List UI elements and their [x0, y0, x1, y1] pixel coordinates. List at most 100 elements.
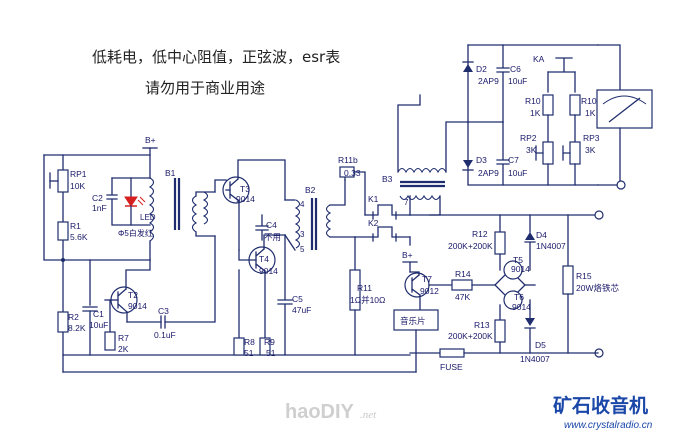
r10-ref: R10 — [525, 96, 541, 106]
r14-value: 47K — [455, 292, 470, 302]
b2-ref: B2 — [305, 185, 316, 195]
pin-3-label: 3 — [300, 230, 305, 239]
r14-ref: R14 — [455, 269, 471, 279]
t6-transistor — [503, 290, 523, 310]
r8-resistor — [233, 337, 245, 356]
c5-ref: C5 — [292, 294, 303, 304]
k1-ref: K1 — [368, 194, 379, 204]
rp2-ref: RP2 — [520, 133, 537, 143]
c1-value: 10uF — [89, 320, 108, 330]
r11b-ref: R11b — [338, 155, 358, 165]
watermark-text: haoDIY — [285, 401, 355, 423]
r1-value: 5.6K — [70, 232, 88, 242]
r2-ref: R2 — [68, 312, 79, 322]
c4-value: 不用 — [264, 232, 281, 242]
d3-value: 2AP9 — [478, 168, 499, 178]
r9-value: 51 — [266, 348, 276, 358]
c3-ref: C3 — [158, 306, 169, 316]
c6-value: 10uF — [508, 76, 527, 86]
r2-resistor — [57, 311, 69, 333]
k2-ref: K2 — [368, 218, 379, 228]
r10-resistor — [542, 94, 554, 116]
supply-b-plus-1: B+ — [145, 135, 156, 145]
c4-ref: C4 — [266, 220, 277, 230]
c5-value: 47uF — [292, 305, 311, 315]
supply-b-plus-2: B+ — [402, 250, 413, 260]
oscillator-section: RP1 10K R1 5.6K R2 8.2K C1 10uF C2 1nF L… — [43, 135, 411, 358]
led-icon — [124, 196, 138, 207]
t2-ref: T2 — [128, 290, 138, 300]
detector-section: R12 200K+200K R13 200K+200K T5 9014 T6 9… — [448, 214, 619, 364]
b1-ref: B1 — [165, 168, 176, 178]
r8-value: 51 — [244, 348, 254, 358]
r13-value: 200K+200K — [448, 331, 493, 341]
brand-url: www.crystalradio.cn — [564, 420, 653, 431]
r1-resistor — [57, 221, 69, 241]
d3-diode-icon — [463, 160, 473, 168]
c2-ref: C2 — [92, 193, 103, 203]
r7-ref: R7 — [118, 333, 129, 343]
schematic-title: 低耗电，低中心阻值，正弦波，esr表 — [92, 48, 340, 66]
fuse-symbol — [439, 348, 465, 358]
fuse-label: FUSE — [440, 362, 463, 372]
rp2-value: 3K — [526, 145, 537, 155]
r15-value: 20W烙铁芯 — [576, 283, 619, 293]
d3-ref: D3 — [476, 155, 487, 165]
r11-value: 1Ω并10Ω — [350, 295, 385, 305]
pin-5-label: 5 — [300, 245, 305, 254]
c6-ref: C6 — [510, 64, 521, 74]
c2-value: 1nF — [92, 203, 107, 213]
d4-diode-icon — [525, 232, 535, 240]
r14-resistor — [451, 279, 473, 291]
led-ref: LED — [140, 213, 156, 222]
r15-resistor — [562, 265, 574, 295]
brand-name: 矿石收音机 — [553, 394, 648, 417]
schematic-subtitle: 请勿用于商业用途 — [145, 79, 265, 97]
d5-value: 1N4007 — [520, 354, 550, 364]
r8-ref: R8 — [244, 337, 255, 347]
d2-diode-icon — [463, 64, 473, 72]
d5-ref: D5 — [535, 340, 546, 350]
led-value: Φ5白发红 — [118, 228, 153, 238]
r9-resistor — [259, 337, 271, 356]
r13-resistor — [494, 319, 506, 343]
test-terminal-top[interactable] — [594, 210, 604, 220]
r7-resistor — [104, 331, 116, 351]
c7-ref: C7 — [508, 155, 519, 165]
rp3-ref: RP3 — [583, 133, 600, 143]
r7-value: 2K — [118, 344, 129, 354]
pin-4-label: 4 — [300, 200, 305, 209]
meter-terminal — [616, 180, 626, 190]
rp1-ref: RP1 — [70, 169, 87, 179]
t5-ref: T5 — [513, 255, 523, 265]
watermark-suffix: .net — [360, 409, 377, 421]
t2-value: 9014 — [128, 301, 147, 311]
r10b-ref: R10b — [581, 96, 602, 106]
t7-audio-section: B+ T7 9012 音乐片 R14 47K — [393, 250, 496, 373]
r2-value: 8.2K — [68, 323, 86, 333]
r12-resistor — [494, 231, 506, 255]
rp1-potentiometer — [57, 169, 69, 193]
d5-diode-icon — [525, 318, 535, 326]
rp3-potentiometer — [569, 141, 581, 165]
d2-ref: D2 — [476, 64, 487, 74]
t3-value: 9014 — [236, 194, 255, 204]
b2-transformer: 4 3 5 B2 — [294, 169, 356, 254]
k1-k2-switch: K1 K2 — [354, 194, 411, 242]
r10b-value: 1K — [585, 108, 596, 118]
r10b-resistor — [569, 94, 581, 116]
t5-value: 9014 — [511, 264, 530, 274]
meter-section: D2 2AP9 D3 2AP9 C6 10uF C7 10uF KA R10 1… — [462, 44, 653, 190]
b3-transformer: B3 7 — [382, 94, 469, 216]
t4-ref: T4 — [259, 254, 269, 264]
r10-value: 1K — [530, 108, 541, 118]
r11-ref: R11 — [357, 283, 372, 293]
t7-ref: T7 — [422, 274, 432, 284]
t6-value: 9014 — [512, 302, 531, 312]
r12-value: 200K+200K — [448, 241, 493, 251]
rp1-value: 10K — [70, 181, 85, 191]
rp3-value: 3K — [585, 145, 596, 155]
t6-ref: T6 — [514, 292, 524, 302]
r15-ref: R15 — [576, 271, 592, 281]
